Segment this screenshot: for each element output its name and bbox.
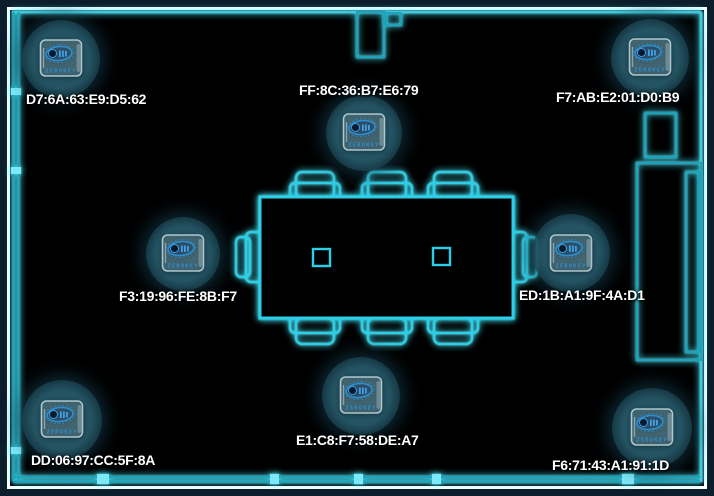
zerokey-device-icon: ZEROKEY: [39, 39, 83, 77]
device-mac-label: D7:6A:63:E9:D5:62: [26, 91, 147, 107]
svg-text:ZEROKEY: ZEROKEY: [634, 68, 665, 74]
wall-junction-tick: [11, 447, 21, 454]
table-grommet: [311, 247, 332, 268]
wall-junction-tick: [97, 474, 109, 484]
device-mac-label: ED:1B:A1:9F:4A:D1: [519, 287, 645, 303]
device-mac-label: E1:C8:F7:58:DE:A7: [296, 432, 419, 448]
device-halo: [146, 217, 220, 291]
right-wall-cabinet: [635, 111, 703, 362]
wall-junction-tick: [270, 474, 279, 484]
device-mac-label: F6:71:43:A1:91:1D: [552, 457, 670, 473]
table-grommet: [431, 246, 452, 267]
device-halo: [532, 214, 610, 292]
device-mac-label: F7:AB:E2:01:D0:B9: [556, 89, 680, 105]
zerokey-device-icon: ZEROKEY: [161, 234, 205, 272]
zerokey-device-icon: ZEROKEY: [342, 113, 386, 151]
svg-text:ZEROKEY: ZEROKEY: [348, 143, 379, 149]
zerokey-device-icon: ZEROKEY: [549, 234, 593, 272]
svg-text:ZEROKEY: ZEROKEY: [636, 438, 667, 444]
wall-junction-tick: [11, 88, 21, 95]
device-halo: [22, 20, 100, 98]
zerokey-device-icon: ZEROKEY: [339, 376, 383, 414]
top-wall-stub: [355, 10, 403, 59]
device-mac-label: F3:19:96:FE:8B:F7: [119, 288, 237, 304]
wall-junction-tick: [354, 474, 363, 484]
device-halo: [611, 19, 689, 97]
zerokey-device-icon: ZEROKEY: [40, 400, 84, 438]
conference-table: [258, 195, 515, 320]
device-halo: [22, 380, 102, 460]
device-mac-label: FF:8C:36:B7:E6:79: [299, 82, 419, 98]
device-halo: [322, 357, 400, 435]
wall-junction-tick: [622, 474, 634, 484]
svg-text:ZEROKEY: ZEROKEY: [46, 430, 77, 436]
wall-junction-tick: [11, 167, 21, 174]
svg-text:ZEROKEY: ZEROKEY: [345, 406, 376, 412]
device-mac-label: DD:06:97:CC:5F:8A: [31, 452, 156, 468]
zerokey-device-icon: ZEROKEY: [628, 38, 672, 76]
wall-junction-tick: [432, 474, 441, 484]
svg-text:ZEROKEY: ZEROKEY: [45, 69, 76, 75]
device-halo: [612, 388, 692, 468]
zerokey-device-icon: ZEROKEY: [630, 408, 674, 446]
svg-text:ZEROKEY: ZEROKEY: [555, 264, 586, 270]
svg-text:ZEROKEY: ZEROKEY: [167, 264, 198, 270]
device-halo: [326, 95, 402, 171]
